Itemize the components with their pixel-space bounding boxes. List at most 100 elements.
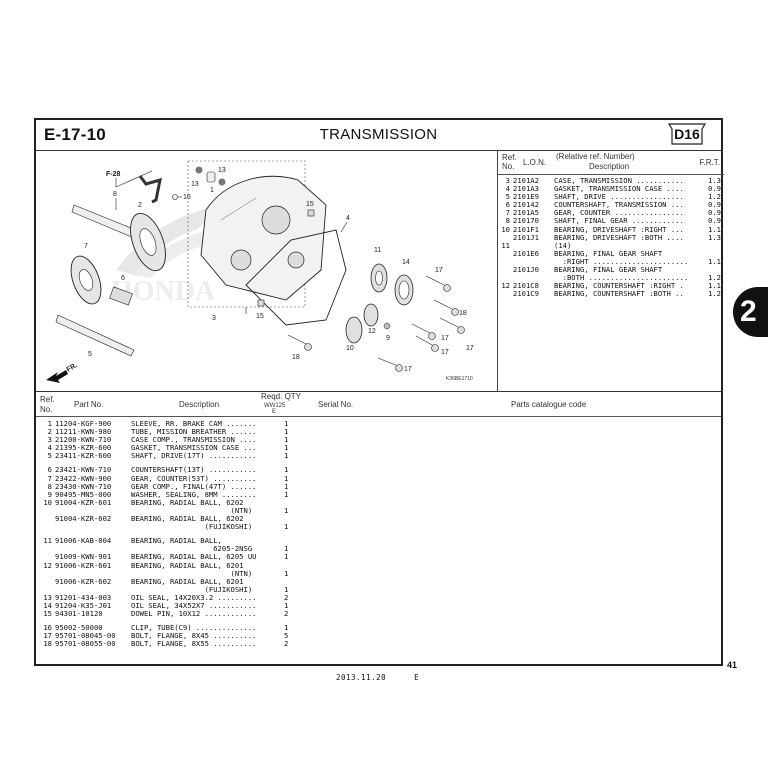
part-desc-cell: (NTN)	[131, 505, 253, 515]
parts-header-description: Description	[179, 400, 220, 409]
lon-frt-cell: 1.1	[708, 281, 721, 291]
transmission-case-icon	[200, 175, 327, 301]
lon-desc-cell: :RIGHT ......................	[554, 256, 689, 266]
part-desc-cell: DOWEL PIN, 10X12 ............	[131, 609, 257, 619]
svg-text:18: 18	[459, 310, 467, 317]
lon-code-cell: 2101E9	[513, 192, 539, 202]
section-tab[interactable]: 2	[733, 287, 768, 337]
parts-header-model-sub: E	[272, 409, 277, 415]
svg-text:17: 17	[441, 349, 449, 356]
lon-ref-cell: 4	[505, 184, 510, 194]
part-ref-cell: 15	[43, 609, 52, 619]
lon-header-frt: F.R.T.	[699, 158, 720, 167]
parts-table-row: (FUJIKOSHI)1	[36, 523, 721, 531]
lon-header-ref: Ref. No.	[502, 153, 517, 171]
lon-table-row: 11(14)	[498, 240, 724, 250]
part-ref-cell: 14	[43, 600, 52, 610]
part-desc-cell: (NTN)	[131, 568, 253, 578]
lon-ref-cell: 3	[505, 176, 510, 185]
svg-text:4: 4	[346, 215, 350, 222]
part-qty-cell: 1	[284, 544, 289, 554]
footer-edition: E	[414, 673, 420, 682]
flange-bolts-icon	[287, 275, 465, 372]
svg-text:13: 13	[218, 167, 226, 174]
part-ref-cell: 2	[47, 427, 52, 437]
model-badge: D16	[667, 123, 707, 145]
part-desc-cell: BEARING, RADIAL BALL, 6201	[131, 560, 244, 570]
part-ref-cell: 9	[47, 489, 52, 499]
part-qty-cell: 1	[284, 600, 289, 610]
part-number-cell: 23422-KWN-900	[55, 473, 112, 483]
section-tab-label: 2	[740, 295, 757, 328]
lon-frt-cell: 0.9	[708, 208, 721, 218]
svg-text:17: 17	[435, 267, 443, 274]
exploded-diagram: HONDA F-28 2 16 3 13 1 13	[36, 150, 497, 391]
part-number-cell: 21200-KWN-710	[55, 435, 112, 445]
svg-text:15: 15	[306, 201, 314, 208]
part-number-cell: 91201-434-003	[55, 592, 112, 602]
lon-ref-cell: 5	[505, 192, 510, 202]
lon-ref-cell: 12	[501, 281, 510, 291]
lon-table-header: Ref. No. L.O.N. (Relative ref. Number) D…	[498, 150, 724, 175]
lon-desc-cell: (14)	[554, 240, 572, 250]
part-number-cell: 91009-KWN-901	[55, 552, 112, 562]
parts-header-serial-no: Serial No.	[318, 400, 354, 409]
svg-text:15: 15	[256, 313, 264, 320]
part-number-cell: 95002-50000	[55, 623, 103, 633]
part-desc-cell: BEARING, RADIAL BALL, 6205 UU	[131, 552, 257, 562]
part-qty-cell: 1	[284, 465, 289, 475]
parts-header-catalogue-code: Parts catalogue code	[511, 400, 587, 409]
svg-text:3: 3	[212, 315, 216, 322]
lon-header-relative: (Relative ref. Number)	[556, 152, 635, 161]
part-desc-cell: BOLT, FLANGE, 8X55 ..........	[131, 639, 257, 649]
lon-ref-cell: 7	[505, 208, 510, 218]
part-ref-cell: 6	[47, 465, 52, 475]
part-ref-cell: 11	[43, 536, 52, 546]
lon-table: Ref. No. L.O.N. (Relative ref. Number) D…	[497, 150, 724, 391]
svg-text:17: 17	[466, 345, 474, 352]
lon-code-cell: 2101E6	[513, 248, 539, 258]
svg-text:6: 6	[121, 275, 125, 282]
svg-text:K36BE1710: K36BE1710	[446, 376, 473, 382]
lon-code-cell: 2101J0	[513, 265, 539, 275]
part-number-cell: 91004-KZR-602	[55, 514, 112, 524]
front-direction-arrow-icon	[46, 370, 68, 383]
part-number-cell: 23421-KWN-710	[55, 465, 112, 475]
lon-frt-cell: 1.1	[708, 256, 721, 266]
svg-text:18: 18	[292, 354, 300, 361]
part-ref-cell: 18	[43, 639, 52, 649]
part-qty-cell: 1	[284, 568, 289, 578]
part-ref-cell: 10	[43, 497, 52, 507]
part-desc-cell: COUNTERSHAFT(13T) ...........	[131, 465, 257, 475]
badge-label: D16	[674, 126, 700, 142]
svg-text:13: 13	[191, 181, 199, 188]
part-qty-cell: 1	[284, 584, 289, 594]
lon-desc-cell: CASE, TRANSMISSION ...........	[554, 176, 684, 185]
lon-frt-cell: 1.2	[708, 273, 721, 283]
part-qty-cell: 1	[284, 451, 289, 461]
part-desc-cell: WASHER, SEALING, 8MM ........	[131, 489, 257, 499]
part-ref-cell: 7	[47, 473, 52, 483]
lon-code-cell: 2101F1	[513, 224, 539, 234]
lon-header-lon: L.O.N.	[523, 158, 547, 167]
part-ref-cell: 17	[43, 631, 52, 641]
title-row: E-17-10 TRANSMISSION D16	[36, 120, 721, 151]
part-qty-cell: 5	[284, 631, 289, 641]
